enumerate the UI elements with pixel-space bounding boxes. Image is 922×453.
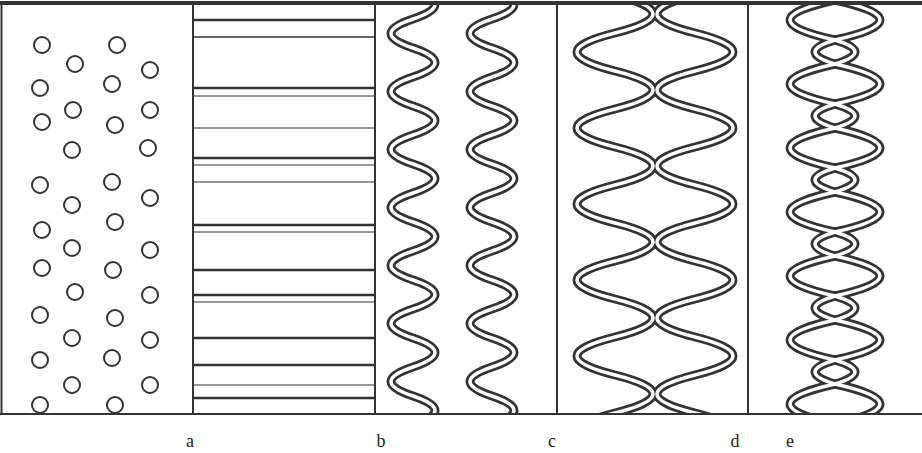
tube-core	[391, 4, 880, 414]
panel-letter: b	[377, 432, 386, 450]
tube-outline	[391, 4, 880, 414]
panel-frame	[0, 3, 922, 414]
panel-letter: d	[731, 432, 740, 450]
circle-array	[32, 37, 158, 413]
panel-letter: a	[186, 432, 194, 450]
panel-letter: e	[786, 432, 794, 450]
panel-letter: c	[548, 432, 556, 450]
plate-lines	[193, 20, 375, 398]
